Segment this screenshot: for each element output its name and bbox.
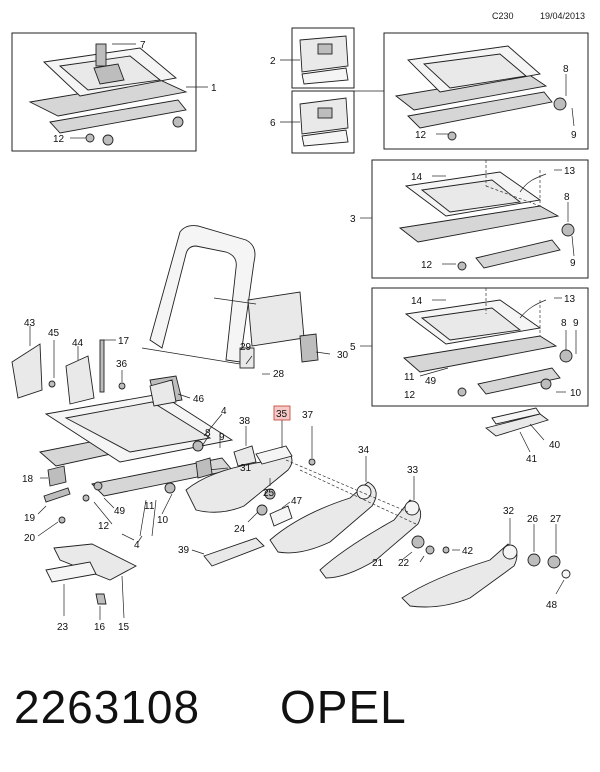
parts-26-27-48 xyxy=(527,524,571,595)
part-32-cover xyxy=(401,518,518,608)
callout-21: 21 xyxy=(372,558,384,569)
callout-8-box3: 8 xyxy=(564,192,570,203)
callout-23: 23 xyxy=(57,622,69,633)
callout-6: 6 xyxy=(270,118,276,129)
callout-38: 38 xyxy=(239,416,251,427)
panel-seat-frame-1 xyxy=(11,32,208,152)
callout-8-top: 8 xyxy=(563,64,569,75)
callout-labels: 7 1 12 2 6 8 9 12 14 13 8 3 9 12 14 13 8… xyxy=(22,40,582,633)
callout-35-highlight xyxy=(273,405,291,421)
callout-4-a: 4 xyxy=(221,406,227,417)
callout-12-top: 12 xyxy=(415,130,427,141)
callout-34: 34 xyxy=(358,445,370,456)
callout-27: 27 xyxy=(550,514,562,525)
callout-35: 35 xyxy=(276,409,288,420)
callout-26: 26 xyxy=(527,514,539,525)
callout-24: 24 xyxy=(234,524,246,535)
callout-12-box5: 12 xyxy=(404,390,416,401)
callout-31: 31 xyxy=(240,463,252,474)
part-number: 2263108 xyxy=(14,681,201,733)
callout-15: 15 xyxy=(118,622,130,633)
callout-10-box5: 10 xyxy=(570,388,582,399)
part-40-rail-cover xyxy=(485,407,549,453)
part-39-trim xyxy=(191,537,265,567)
callout-9-main: 9 xyxy=(219,432,225,443)
panel-box-2 xyxy=(291,27,355,89)
callout-37: 37 xyxy=(302,410,314,421)
callout-5: 5 xyxy=(350,342,356,353)
parts-31-38 xyxy=(195,426,316,479)
callout-12: 12 xyxy=(53,134,65,145)
callout-12-box3: 12 xyxy=(421,260,433,271)
callout-1: 1 xyxy=(211,83,217,94)
callout-17: 17 xyxy=(118,336,130,347)
callout-40: 40 xyxy=(549,440,561,451)
panel-seat-frame-5 xyxy=(360,287,589,407)
callout-39: 39 xyxy=(178,545,190,556)
callout-11-box5: 11 xyxy=(404,372,415,383)
panel-box-3 xyxy=(371,159,589,279)
panel-box-5 xyxy=(371,287,589,407)
part-46-motor xyxy=(149,379,177,407)
callout-9-top: 9 xyxy=(571,130,577,141)
seat-cushion-frame xyxy=(11,326,234,543)
callout-9-box5: 9 xyxy=(573,318,579,329)
callout-13-box5: 13 xyxy=(564,294,576,305)
callout-10-main: 10 xyxy=(157,515,169,526)
callout-8-main: 8 xyxy=(205,428,211,439)
callout-42: 42 xyxy=(462,546,474,557)
callout-43: 43 xyxy=(24,318,36,329)
callout-25: 25 xyxy=(263,488,275,499)
callout-11-main: 11 xyxy=(144,501,155,512)
callout-36: 36 xyxy=(116,359,128,370)
parts-21-22-42 xyxy=(401,535,460,563)
callout-46: 46 xyxy=(193,394,205,405)
callout-41: 41 xyxy=(526,454,538,465)
part-34-cover xyxy=(269,456,377,554)
callout-30: 30 xyxy=(337,350,349,361)
panel-inset-6 xyxy=(280,90,355,154)
seat-back-frame xyxy=(141,225,331,375)
callout-44: 44 xyxy=(72,338,84,349)
callout-49-box5: 49 xyxy=(425,376,437,387)
panel-seat-frame-top-right xyxy=(383,32,589,150)
callout-14-box5: 14 xyxy=(411,296,423,307)
callout-2: 2 xyxy=(270,56,276,67)
diagram-date: 19/04/2013 xyxy=(540,11,586,21)
callout-22: 22 xyxy=(398,558,410,569)
callout-32: 32 xyxy=(503,506,515,517)
panel-box-1 xyxy=(11,32,197,152)
callout-3: 3 xyxy=(350,214,356,225)
callout-47: 47 xyxy=(291,496,303,507)
panel-box-top-right xyxy=(383,32,589,150)
callout-28: 28 xyxy=(273,369,285,380)
parts-15-16-23 xyxy=(45,543,137,620)
callout-4-b: 4 xyxy=(134,540,140,551)
callout-49-main: 49 xyxy=(114,506,126,517)
part-33-cover xyxy=(285,459,422,579)
parts-19-20 xyxy=(37,487,71,537)
panel-seat-frame-3 xyxy=(360,159,589,279)
callout-45: 45 xyxy=(48,328,60,339)
panel-inset-2 xyxy=(280,27,355,89)
callout-29: 29 xyxy=(240,342,252,353)
callout-12-main: 12 xyxy=(98,521,110,532)
callout-14-box3: 14 xyxy=(411,172,423,183)
callout-9-box3: 9 xyxy=(570,258,576,269)
part-35-side-shield xyxy=(185,420,293,513)
callout-48: 48 xyxy=(546,600,558,611)
brand-name: OPEL xyxy=(280,681,407,733)
callout-13-box3: 13 xyxy=(564,166,576,177)
callout-19: 19 xyxy=(24,513,36,524)
callout-16: 16 xyxy=(94,622,106,633)
seat-frame-1-drawing xyxy=(28,43,188,146)
diagram-code: C230 xyxy=(492,11,514,21)
callout-8-box5: 8 xyxy=(561,318,567,329)
parts-24-25-47 xyxy=(247,478,293,527)
callout-18: 18 xyxy=(22,474,34,485)
callout-7: 7 xyxy=(140,40,146,51)
callout-20: 20 xyxy=(24,533,36,544)
callout-33: 33 xyxy=(407,465,419,476)
